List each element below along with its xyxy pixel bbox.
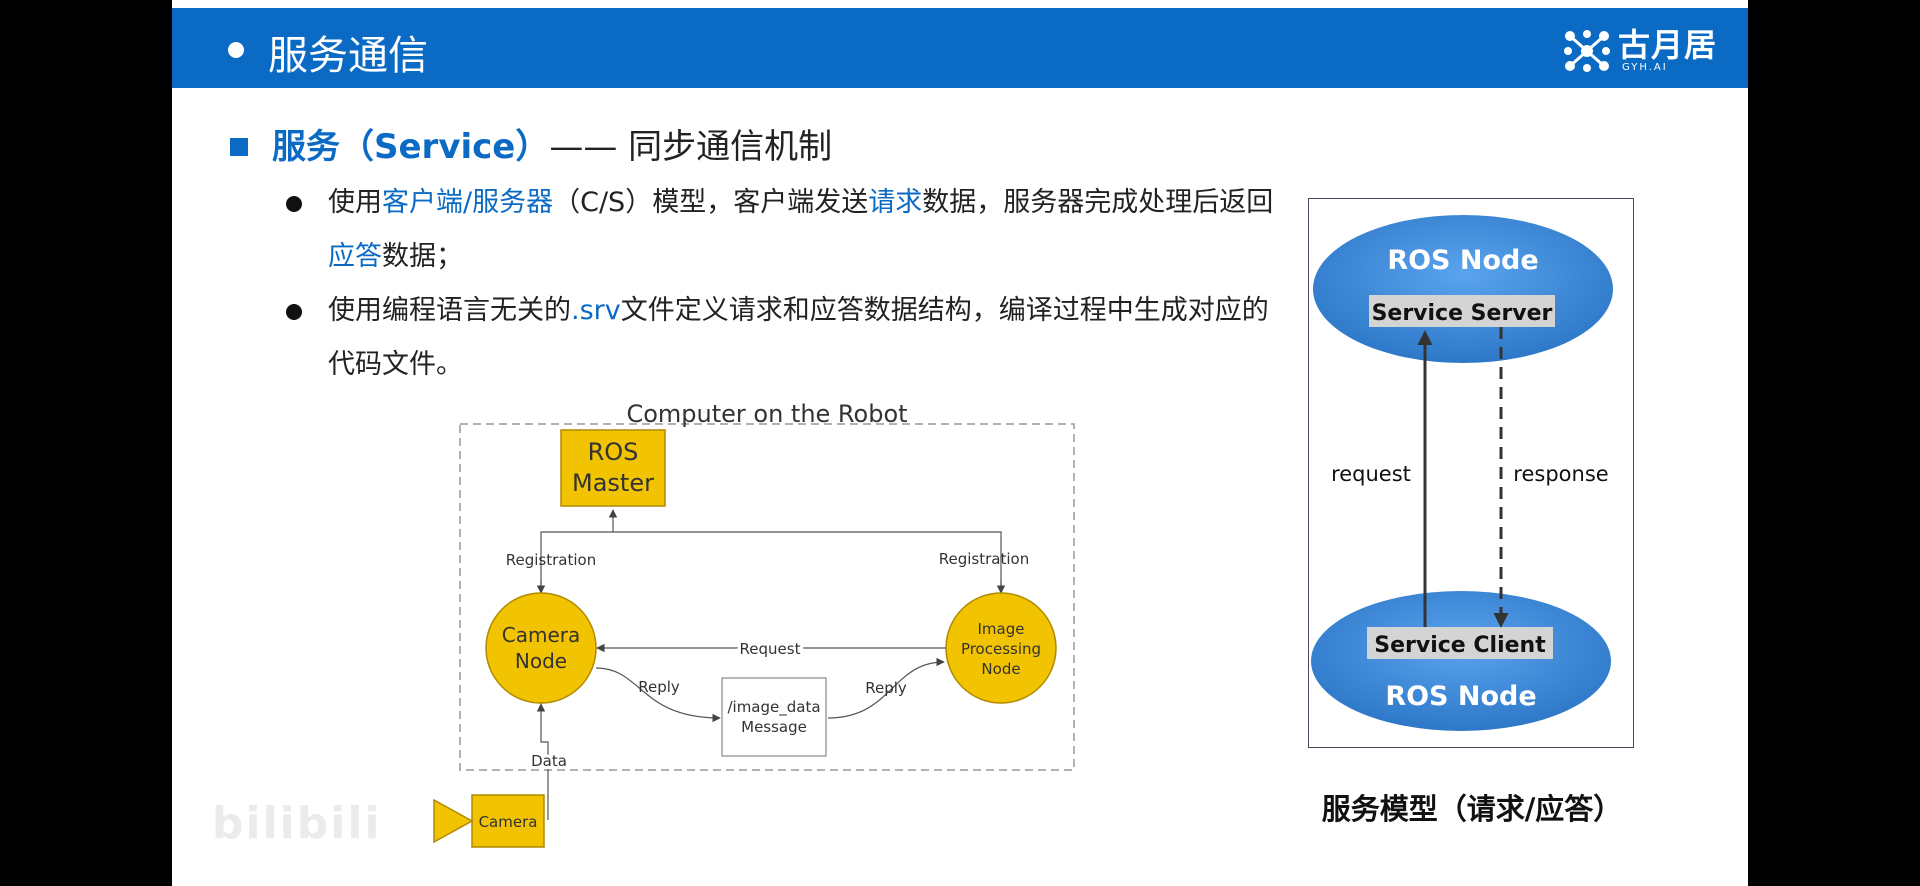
image-node-label-2: Processing <box>961 640 1041 658</box>
registration-right-label: Registration <box>939 550 1029 568</box>
service-model-diagram: ROS Node Service Server Service Client R… <box>1311 215 1613 731</box>
bullet-text: （C/S）模型，客户端发送 <box>553 187 869 218</box>
response-label: response <box>1513 462 1608 486</box>
message-label-1: /image_data <box>727 698 820 717</box>
logo-subtext: GYH.AI <box>1622 62 1668 73</box>
request-label: Request <box>740 640 801 658</box>
data-label: Data <box>531 752 567 770</box>
camera-node <box>485 592 597 704</box>
request-label: request <box>1331 462 1411 486</box>
registration-left-label: Registration <box>506 551 596 569</box>
ros-master-label-2: Master <box>572 469 654 497</box>
camera-label: Camera <box>479 813 538 831</box>
top-node-label: ROS Node <box>1387 245 1538 276</box>
frame-title: Computer on the Robot <box>626 400 907 428</box>
reply-right-label: Reply <box>865 679 907 697</box>
bullet-text: 数据； <box>382 241 463 272</box>
robot-computer-frame <box>459 423 1075 771</box>
service-server-box <box>1369 295 1555 327</box>
service-model-caption: 服务模型（请求/应答） <box>1321 792 1623 826</box>
message-box <box>721 677 827 757</box>
service-client-label: Service Client <box>1374 633 1546 658</box>
heading-dash: —— <box>549 127 618 167</box>
header-bullet-icon <box>228 42 244 58</box>
bullet-list: 使用客户端/服务器（C/S）模型，客户端发送请求数据，服务器完成处理后返回应答数… <box>284 176 1284 392</box>
ros-architecture-diagram: Computer on the Robot ROS Master Registr… <box>433 400 1075 848</box>
heading-rest: 同步通信机制 <box>617 127 833 167</box>
reply-left-arrow <box>595 667 721 723</box>
image-node-label-1: Image <box>978 620 1025 638</box>
ros-master-label-1: ROS <box>588 438 639 466</box>
slide-header: 服务通信 古月居 GYH.AI <box>172 8 1748 88</box>
server-node-ellipse <box>1313 215 1613 363</box>
service-client-box <box>1367 627 1553 659</box>
bullet-item: 使用客户端/服务器（C/S）模型，客户端发送请求数据，服务器完成处理后返回应答数… <box>284 176 1284 284</box>
reply-right-arrow <box>827 657 945 719</box>
heading-term: 服务（Service） <box>272 127 550 167</box>
registration-line <box>540 531 1002 592</box>
bullet-dot-icon <box>286 196 302 212</box>
section-heading: 服务（Service）—— 同步通信机制 <box>230 122 832 172</box>
bullet-highlight: 客户端/服务器 <box>382 187 554 218</box>
bullet-highlight: .srv <box>571 295 621 326</box>
bullet-dot-icon <box>286 304 302 320</box>
bilibili-watermark: bilibili <box>212 798 382 849</box>
camera-node-label-1: Camera <box>502 623 581 647</box>
bullet-text: 文件定义请求和应答数据结构，编译过程中生成对应的代码文件。 <box>328 295 1269 380</box>
heading-square-icon <box>230 138 248 156</box>
data-arrow <box>536 703 549 820</box>
camera-node-label-2: Node <box>515 649 567 673</box>
message-label-2: Message <box>741 718 807 736</box>
slide: 服务通信 古月居 GYH.AI 服务（Service）—— 同步通信机制 <box>172 0 1748 886</box>
bullet-text: 数据，服务器完成处理后返回 <box>922 187 1274 218</box>
bullet-highlight: 请求 <box>868 187 923 218</box>
bullet-text: 使用 <box>328 187 382 218</box>
client-node-ellipse <box>1311 591 1611 731</box>
bullet-highlight: 应答 <box>328 241 382 272</box>
logo-mark-icon <box>1564 30 1610 72</box>
ros-master-box <box>560 429 666 507</box>
bullet-item: 使用编程语言无关的.srv文件定义请求和应答数据结构，编译过程中生成对应的代码文… <box>284 284 1284 392</box>
service-model-frame: ROS Node Service Server Service Client R… <box>1308 198 1634 748</box>
image-node-label-3: Node <box>981 660 1020 678</box>
brand-logo: 古月居 GYH.AI <box>1562 22 1732 78</box>
bullet-text: 使用编程语言无关的 <box>328 295 571 326</box>
bottom-node-label: ROS Node <box>1385 681 1536 712</box>
camera-lens-icon <box>433 798 474 844</box>
slide-title: 服务通信 <box>268 33 428 79</box>
reply-left-label: Reply <box>638 678 680 696</box>
service-server-label: Service Server <box>1372 301 1553 326</box>
logo-text: 古月居 <box>1618 26 1718 64</box>
